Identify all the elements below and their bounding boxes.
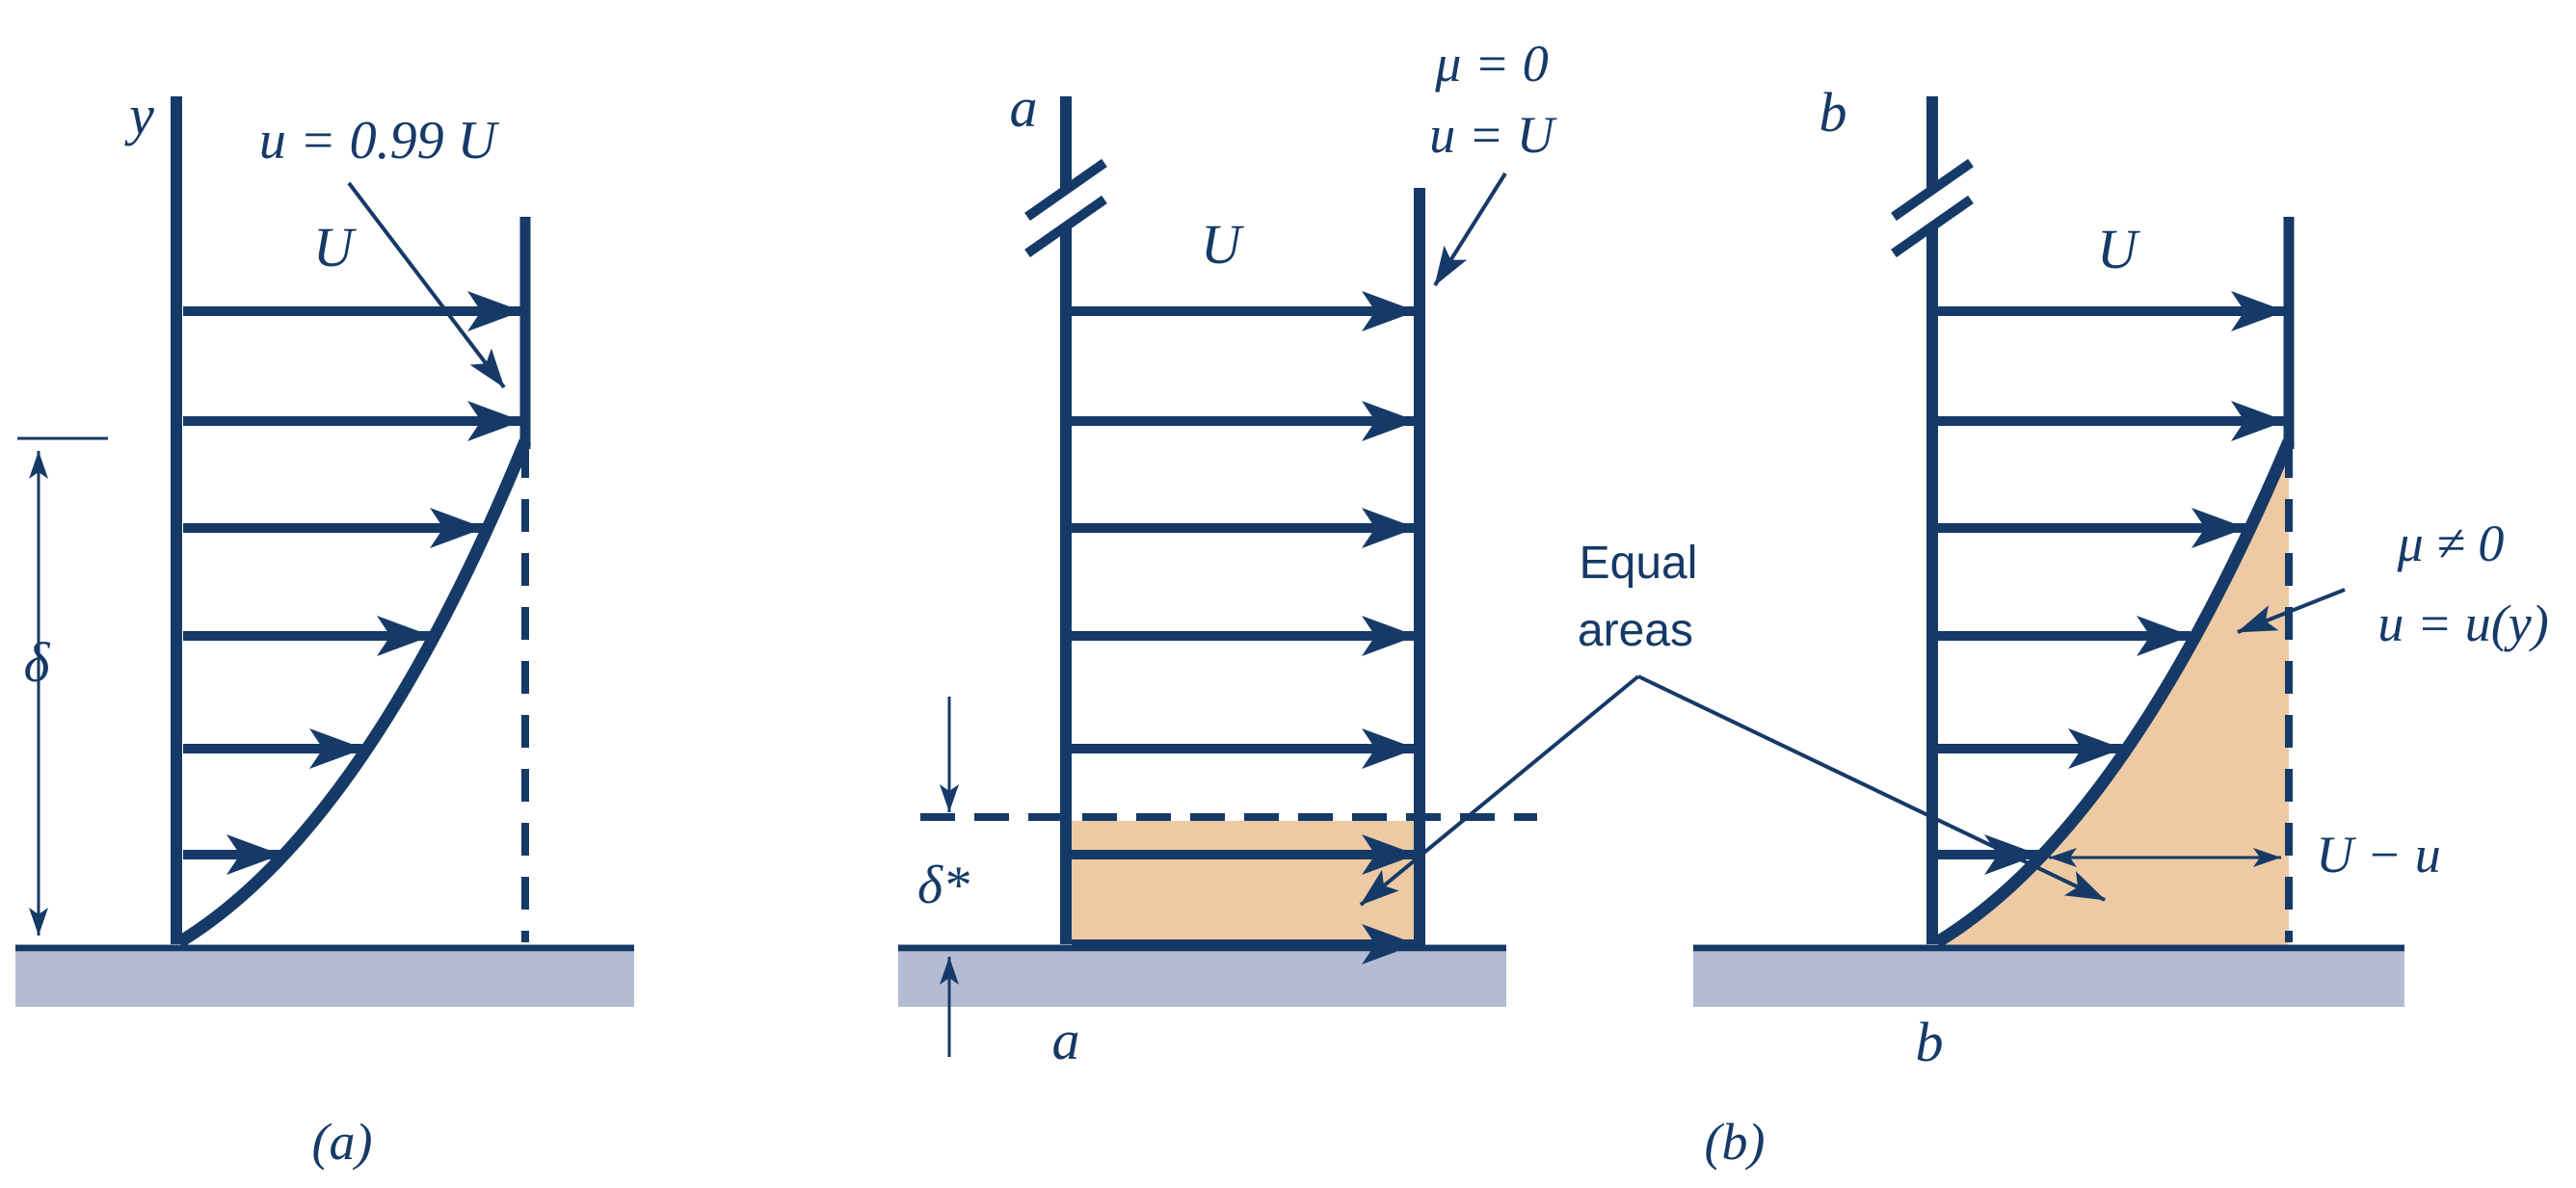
station-b-axis-break-slash-2 [1891, 195, 1974, 258]
delta-label: δ [23, 631, 50, 694]
equal-areas-pointers [1359, 674, 2106, 907]
station-b-geometry [1891, 96, 2346, 948]
displacement-thickness-shaded-rect [1072, 821, 1414, 946]
velocity-defect-shaded-region [1937, 441, 2289, 945]
panel-a-freestream-label: U [313, 216, 354, 278]
annotation-arrow-inviscid [1433, 172, 1507, 287]
station-a-velocity-arrows [1072, 291, 1417, 964]
equal-areas-label-line2: areas [1577, 605, 1694, 656]
y-axis-label: y [129, 84, 154, 146]
equal-areas-arrow-right [1637, 674, 2106, 902]
panel-b-caption: (b) [1704, 1113, 1766, 1171]
viscous-condition-line2: u = u(y) [2377, 594, 2549, 652]
annotation-arrow-viscous [2237, 588, 2346, 634]
left-velocity-profile-curve [175, 438, 532, 948]
station-b-velocity-arrows [1938, 291, 2286, 875]
equal-areas-arrow-left [1359, 674, 1640, 907]
station-a-bottom-label: a [1051, 1009, 1080, 1071]
panel-a-geometry [17, 96, 532, 948]
left-velocity-arrows [183, 291, 522, 875]
station-a-top-label: a [1009, 76, 1038, 139]
inviscid-condition-line2: u = U [1429, 106, 1554, 164]
station-a-axis-break-slash-1 [1024, 158, 1107, 222]
station-a-geometry [920, 96, 1537, 1057]
delta-star-label: δ* [916, 856, 970, 915]
delta-dimension [17, 436, 108, 936]
station-a-axis-break-slash-2 [1024, 195, 1107, 258]
station-b-bottom-label: b [1915, 1011, 1944, 1073]
panel-a-caption: (a) [311, 1113, 373, 1171]
wall-left [15, 944, 634, 1007]
annotation-099U-label: u = 0.99 U [258, 111, 497, 171]
station-b-top-label: b [1819, 81, 1847, 144]
annotation-arrow-099U [347, 181, 506, 389]
wall-right [1693, 944, 2404, 1007]
wall-middle [898, 944, 1506, 1007]
station-a-freestream-label: U [1201, 213, 1241, 276]
equal-areas-label-line1: Equal [1579, 538, 1698, 589]
velocity-defect-label: U − u [2316, 826, 2441, 884]
inviscid-condition-line1: μ = 0 [1435, 35, 1549, 92]
station-b-freestream-label: U [2097, 218, 2138, 280]
station-b-axis-break-slash-1 [1891, 158, 1974, 222]
viscous-condition-line1: μ ≠ 0 [2397, 515, 2505, 572]
